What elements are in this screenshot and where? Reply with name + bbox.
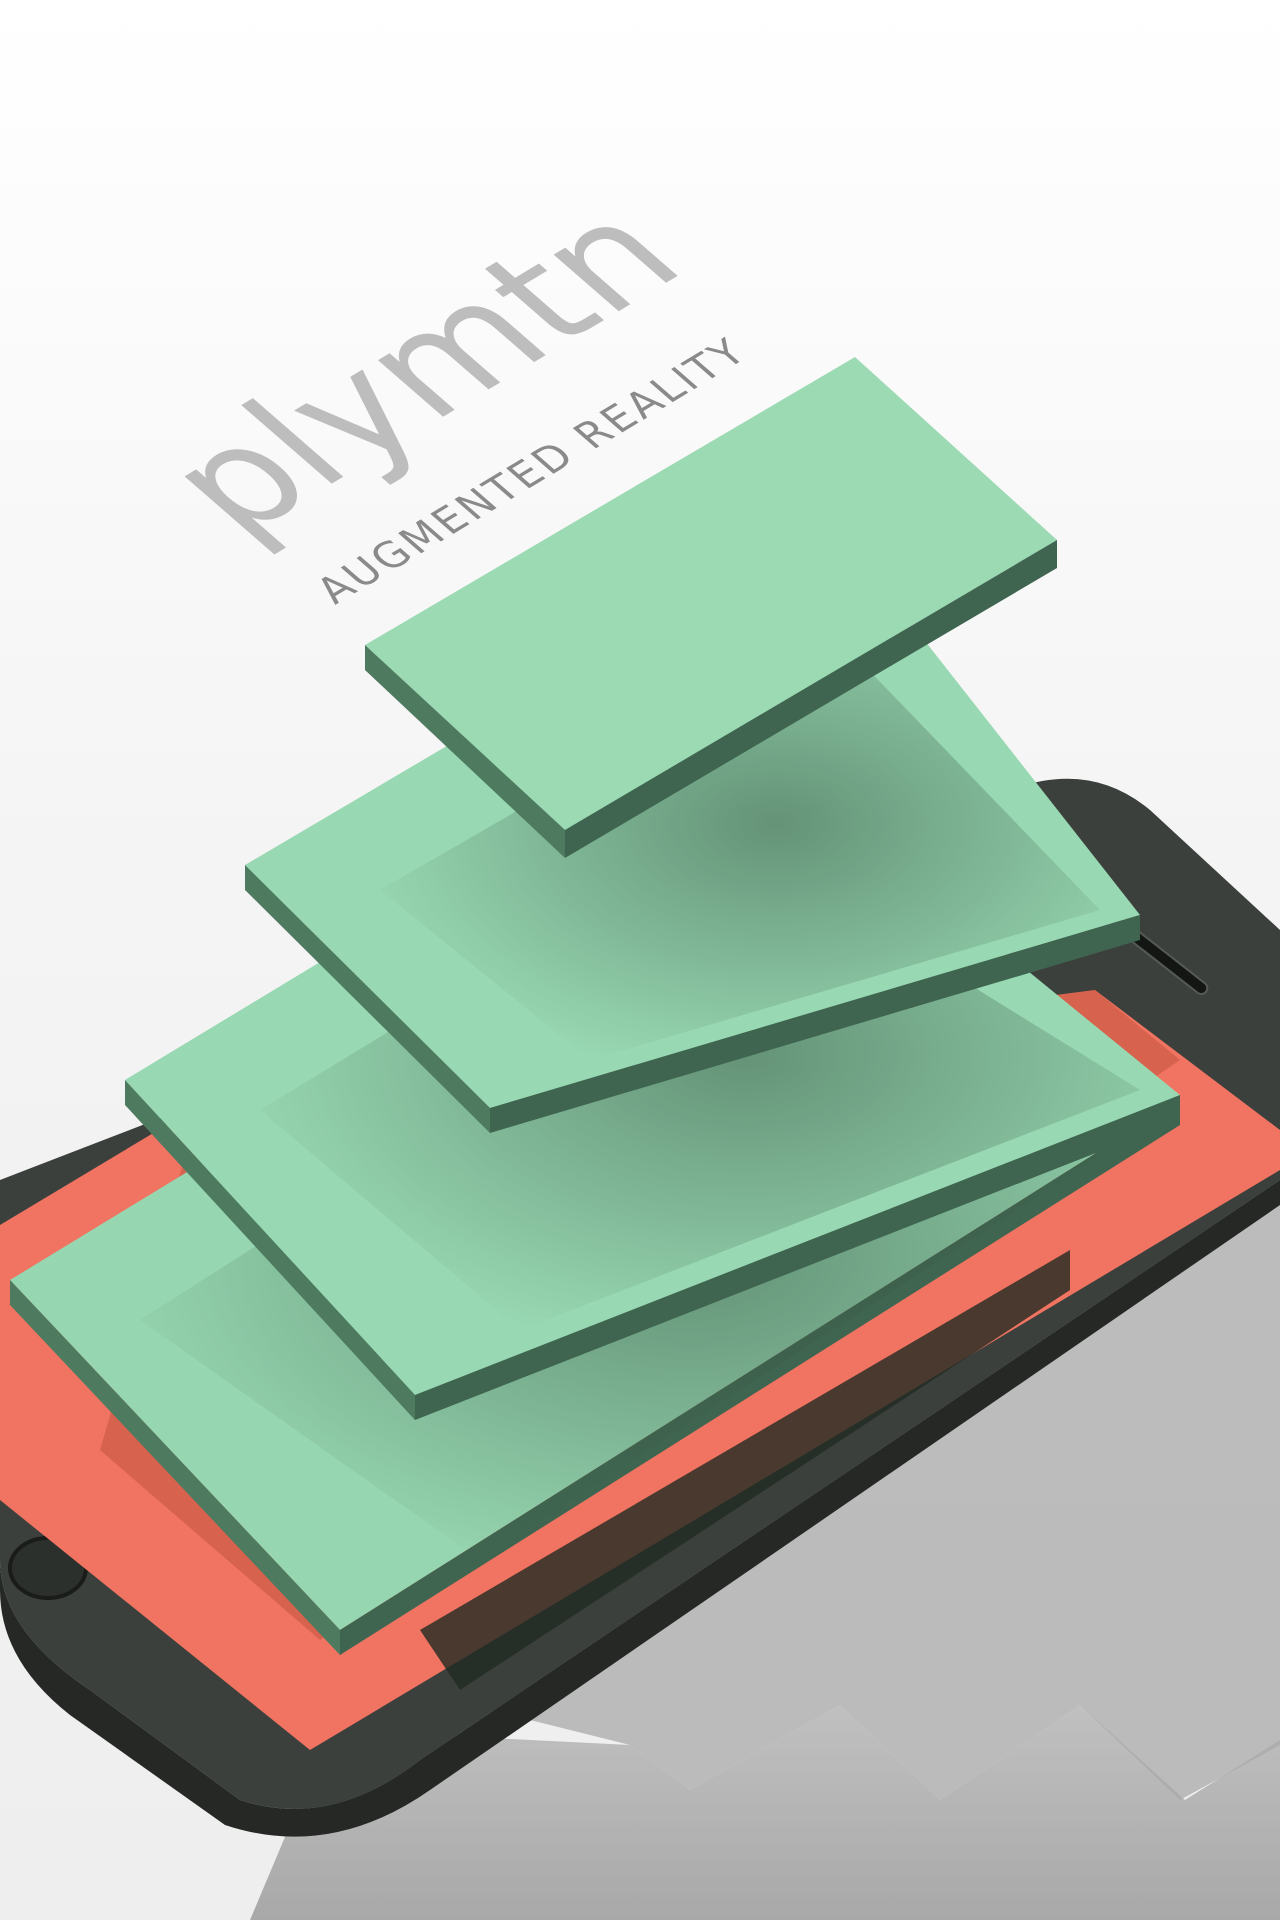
- ground-shadow: [250, 1705, 1280, 1920]
- ar-layer-4: [365, 357, 1057, 858]
- screen-slab: [420, 1250, 1070, 1690]
- ar-layer-3: [245, 520, 1140, 1133]
